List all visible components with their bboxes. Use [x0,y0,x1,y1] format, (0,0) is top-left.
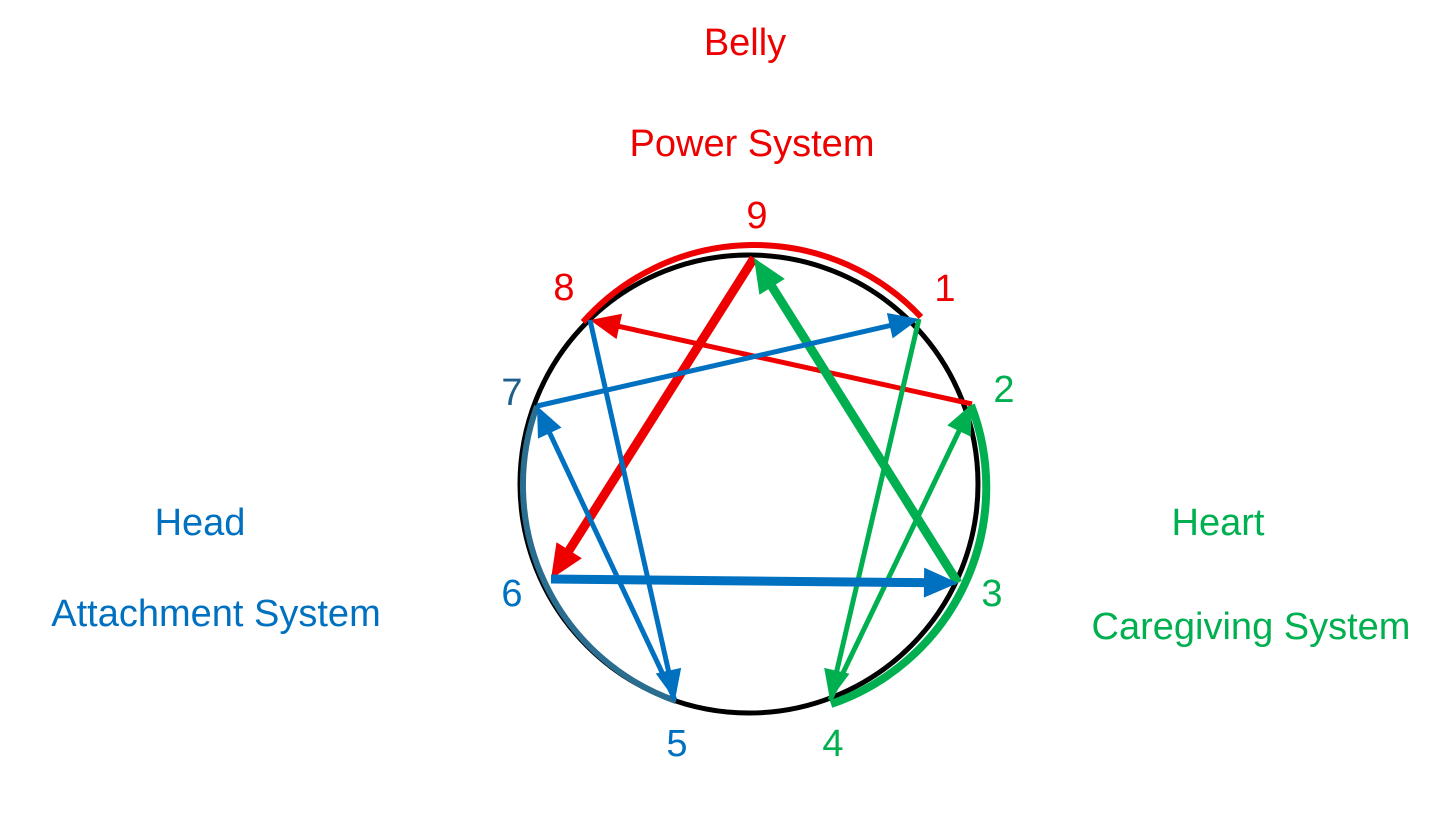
head-arc [520,404,677,704]
arrowhead-9-6 [551,542,582,579]
point-label-5: 5 [666,723,687,765]
belly-center-system: Power System [630,123,875,165]
head-center-system: Attachment System [51,593,380,635]
arrow-layer [536,255,973,702]
arrow-shaft-7-1 [536,322,893,409]
arrowhead-5-7 [537,406,562,439]
arrow-shaft-2-8 [616,323,973,407]
arrowhead-3-9 [754,258,785,295]
belly-arc [580,242,924,324]
arrowhead-4-2 [947,404,972,437]
arrow-2-to-8 [590,313,973,407]
arrow-7-to-1 [536,312,919,409]
head-center-title: Head [155,502,246,544]
arrowhead-6-3 [923,567,958,598]
arrow-5-to-7 [537,406,678,702]
arrow-3-to-9 [754,258,962,586]
arrow-shaft-9-6 [564,255,758,555]
point-label-9: 9 [746,195,767,237]
point-label-4: 4 [822,723,843,765]
point-label-6: 6 [501,573,522,615]
belly-center-title: Belly [704,22,786,64]
arrow-shaft-3-9 [767,282,962,586]
point-label-7: 7 [501,372,522,414]
arrowhead-7-1 [886,312,919,339]
arrow-shaft-6-3 [550,574,927,588]
arrow-4-to-2 [827,404,972,702]
point-label-3: 3 [981,573,1002,615]
point-label-2: 2 [993,369,1014,411]
heart-center-system: Caregiving System [1092,606,1411,648]
arrow-shaft-5-7 [546,430,678,702]
heart-arc [829,403,991,708]
point-label-8: 8 [553,267,574,309]
arrow-9-to-6 [551,255,758,579]
heart-center-title: Heart [1172,502,1265,544]
point-label-1: 1 [934,268,955,310]
arrow-shaft-4-2 [827,428,963,702]
arrow-shaft-8-5 [587,319,672,674]
arrow-shaft-1-4 [833,318,922,674]
arrow-6-to-3 [550,567,958,598]
arrowhead-2-8 [590,313,623,340]
